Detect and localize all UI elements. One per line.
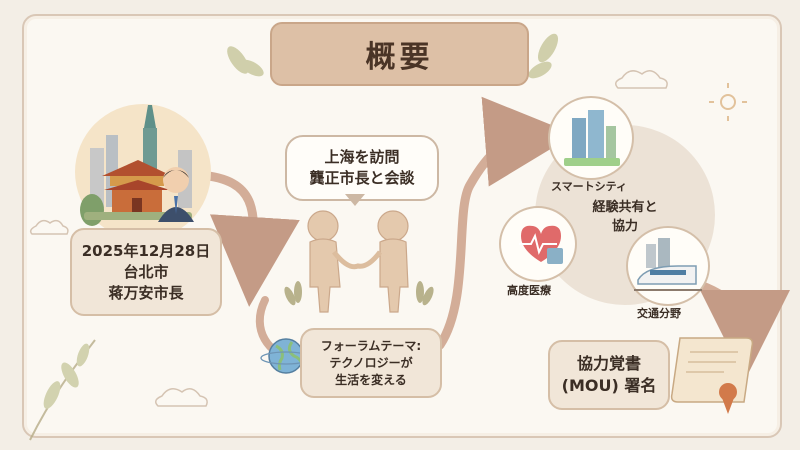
mou-card: 協力覚書 (MOU) 署名 [548, 340, 670, 410]
arrow-cooperation-to-mou [695, 280, 790, 380]
taipei-illustration [75, 104, 211, 240]
cooperation-center-text: 経験共有と 協力 [575, 198, 675, 236]
globe-icon [260, 338, 312, 374]
transportation-icon [626, 226, 710, 306]
leaf-decoration-right [528, 33, 559, 79]
cloud-doodle [155, 388, 208, 407]
visit-line: 龔正市長と会談 [309, 169, 415, 187]
cloud-doodle [29, 219, 69, 235]
page-title: 概要 [365, 40, 434, 75]
center-line: 経験共有と [592, 200, 658, 215]
forum-line: 生活を変える [335, 372, 407, 387]
arrow-forum-to-cooperation [435, 96, 575, 350]
mou-line: 協力覚書 [576, 354, 641, 373]
speech-bubble-tail [345, 194, 365, 206]
leaf-decoration-left [227, 46, 264, 77]
forum-line: テクノロジーが [329, 355, 413, 370]
leaf-decoration-bottom-left [29, 339, 96, 441]
medical-icon [499, 206, 577, 282]
visit-line: 上海を訪問 [324, 148, 400, 166]
forum-card: フォーラムテーマ: テクノロジーが 生活を変える [300, 328, 442, 398]
mou-line: (MOU) 署名 [561, 376, 657, 395]
start-line: 台北市 [123, 262, 169, 281]
start-line: 2025年12月28日 [81, 241, 211, 260]
forum-line: フォーラムテーマ: [320, 338, 422, 353]
cloud-doodle [615, 70, 668, 89]
center-line: 協力 [611, 219, 638, 234]
arrow-start-to-visit [195, 170, 300, 307]
area-label-smart-city: スマートシティ [551, 180, 628, 193]
area-label-medical: 高度医療 [507, 284, 551, 297]
visit-speech-bubble: 上海を訪問 龔正市長と会談 [285, 135, 439, 201]
plant-decoration [284, 281, 434, 306]
scroll-document-icon [670, 337, 754, 414]
title-banner: 概要 [270, 22, 529, 86]
smart-city-icon [548, 96, 634, 180]
sun-doodle [709, 83, 747, 121]
handshake-illustration [307, 210, 409, 313]
area-label-transportation: 交通分野 [637, 307, 681, 320]
start-card: 2025年12月28日 台北市 蒋万安市長 [70, 228, 222, 316]
start-line: 蒋万安市長 [108, 283, 184, 302]
